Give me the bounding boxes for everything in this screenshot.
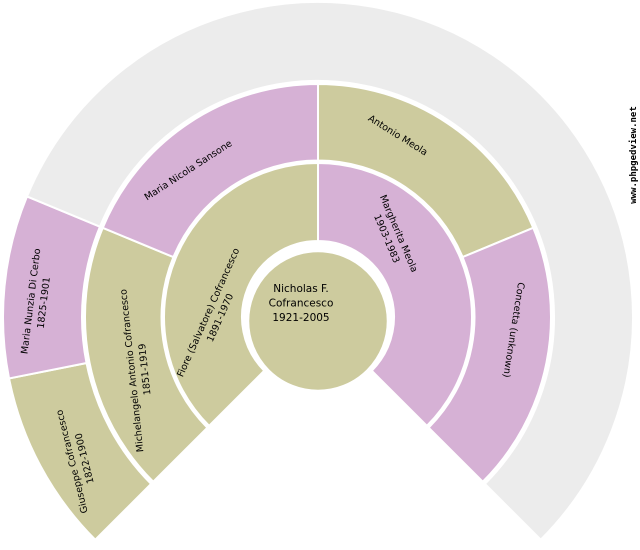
phpgedview-watermark: www.phpgedview.net xyxy=(628,106,639,204)
fan-sector-maria-nunzia-di-cerbo[interactable] xyxy=(2,195,102,380)
fan-sector-empty-ancestors xyxy=(25,1,634,542)
fan-sector-fiore-salvatore-cofrancesco[interactable] xyxy=(163,161,319,428)
fan-sector-michelangelo-antonio-cofrancesco[interactable] xyxy=(84,226,209,484)
fan-sector-margherita-meola[interactable] xyxy=(317,161,473,428)
center-person-circle[interactable] xyxy=(246,249,390,393)
fan-sector-antonio-meola[interactable] xyxy=(317,82,535,259)
fan-sector-maria-nicola-sansone[interactable] xyxy=(101,82,319,259)
fan-sector-giuseppe-cofrancesco[interactable] xyxy=(7,361,153,542)
fan-sector-concetta-unknown[interactable] xyxy=(427,226,552,484)
